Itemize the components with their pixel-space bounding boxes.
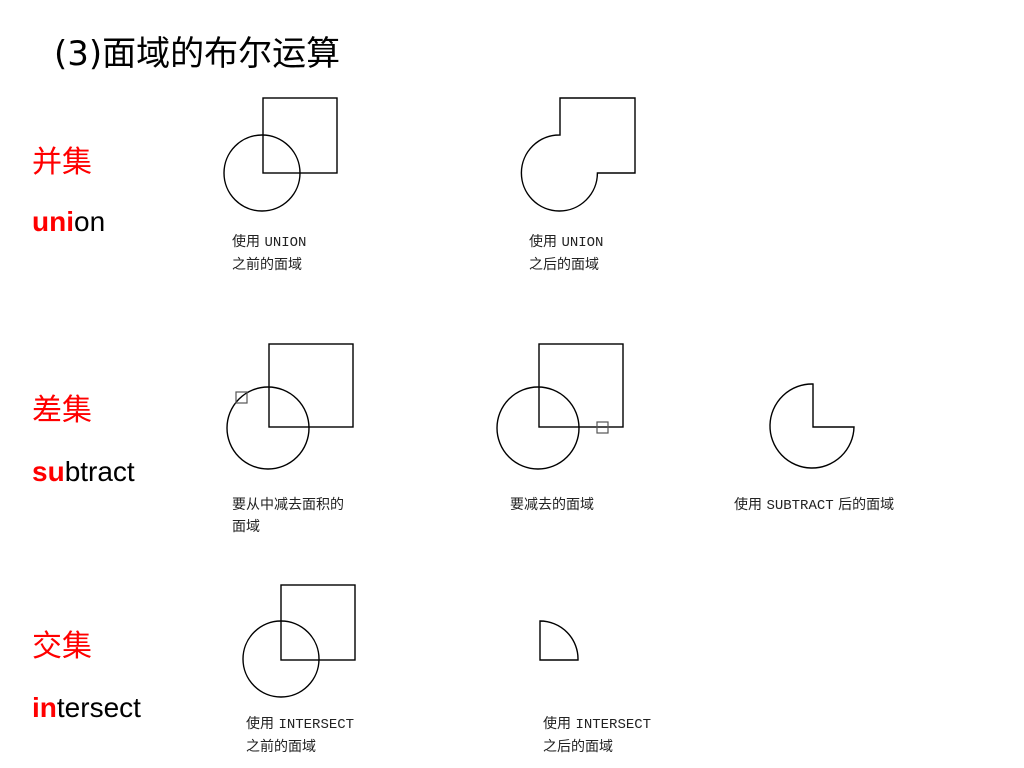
- intersect-after-caption: 使用 INTERSECT 之后的面域: [543, 716, 652, 755]
- union-en-highlight: uni: [32, 206, 74, 237]
- subtract-source-circle: [226, 386, 310, 470]
- intersect-after-figure: [539, 620, 579, 661]
- intersect-before-circle: [242, 620, 320, 698]
- intersect-before-figure: [242, 584, 356, 698]
- intersect-after-shape: [539, 620, 579, 661]
- subtract-remove-circle: [496, 386, 580, 470]
- subtract-remove-caption: 要减去的面域: [510, 497, 594, 513]
- subtract-source-square: [268, 343, 354, 428]
- subtract-result-shape: [769, 383, 855, 469]
- union-before-figure: [223, 97, 338, 212]
- union-en-rest: on: [74, 206, 106, 237]
- union-before-circle: [223, 134, 301, 212]
- subtract-en-rest: btract: [64, 456, 135, 487]
- union-after-shape: [520, 97, 636, 212]
- intersect-cn-label: 交集: [32, 629, 92, 664]
- subtract-result-caption: 使用 SUBTRACT 后的面域: [734, 497, 895, 514]
- intersect-en-highlight: in: [32, 692, 57, 723]
- union-en-label: union: [32, 204, 105, 240]
- page-title: (3)面域的布尔运算: [54, 34, 341, 74]
- subtract-en-label: subtract: [32, 454, 135, 490]
- union-before-square: [262, 97, 338, 174]
- intersect-en-label: intersect: [32, 690, 141, 726]
- subtract-remove-figure: [496, 343, 624, 470]
- union-before-caption: 使用 UNION 之前的面域: [232, 234, 307, 273]
- selection-grip-marker: [235, 391, 248, 404]
- subtract-source-caption: 要从中减去面积的 面域: [232, 497, 344, 535]
- subtract-remove-square: [538, 343, 624, 428]
- subtract-source-figure: [226, 343, 354, 470]
- union-after-caption: 使用 UNION 之后的面域: [529, 234, 604, 273]
- intersect-before-caption: 使用 INTERSECT 之前的面域: [246, 716, 355, 755]
- subtract-result-figure: [769, 383, 855, 469]
- subtract-cn-label: 差集: [32, 393, 92, 428]
- intersect-en-rest: tersect: [56, 692, 141, 723]
- intersect-before-square: [280, 584, 356, 661]
- subtract-en-highlight: su: [32, 456, 65, 487]
- union-cn-label: 并集: [32, 145, 92, 180]
- union-after-figure: [520, 97, 636, 212]
- selection-grip-marker: [596, 421, 609, 434]
